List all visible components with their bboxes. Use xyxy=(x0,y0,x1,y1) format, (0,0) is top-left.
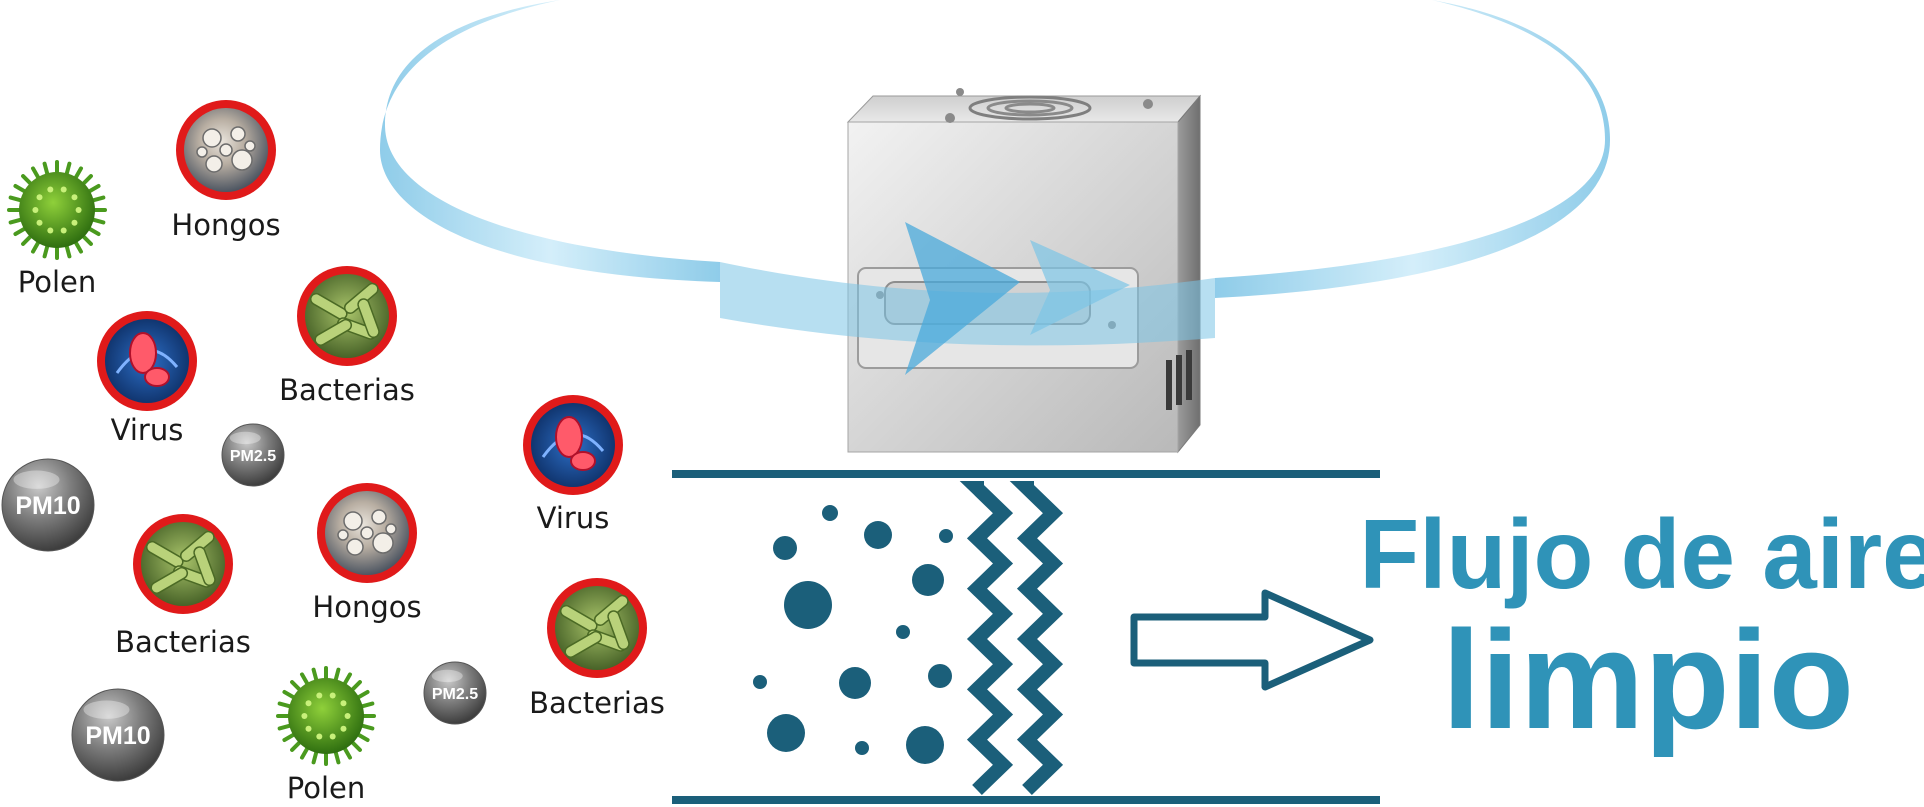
air-purifier-device xyxy=(846,88,1202,454)
headline-line1: Flujo de aire xyxy=(1359,499,1924,609)
particle-label: Hongos xyxy=(312,590,421,624)
dust-dot xyxy=(912,564,944,596)
vent-slots-icon xyxy=(1166,350,1192,410)
particle-pm25: PM2.5 xyxy=(423,661,487,725)
particle-fungi: Hongos xyxy=(312,483,422,624)
dust-dot xyxy=(864,521,892,549)
particle-label: Bacterias xyxy=(115,625,251,659)
virus-icon xyxy=(115,332,179,387)
filter-zigzags xyxy=(959,481,1064,796)
particle-virus: Virus xyxy=(523,395,623,535)
pm10-sphere-icon xyxy=(1,458,95,552)
particle-bacteria: Bacterias xyxy=(529,578,665,720)
particle-pm10: PM10 xyxy=(1,458,95,552)
particle-label: Virus xyxy=(111,413,184,447)
fan-grille-icon xyxy=(968,95,1092,121)
pm25-sphere-icon xyxy=(221,423,285,487)
filter-channel xyxy=(672,470,1380,804)
dust-dot xyxy=(896,625,910,639)
dust-dot xyxy=(928,664,952,688)
airflow-arrow-icon xyxy=(1030,240,1130,335)
particle-pollen: Polen xyxy=(276,666,376,805)
filter-zigzag-2 xyxy=(1009,481,1064,796)
dust-dot xyxy=(753,675,767,689)
particle-label: Bacterias xyxy=(529,686,665,720)
particle-label: Virus xyxy=(537,501,610,535)
dust-dot xyxy=(906,726,944,764)
airflow-arrow-icon xyxy=(905,222,1020,375)
particles-group: PolenHongosBacteriasVirusPM2.5PM10Bacter… xyxy=(1,100,665,805)
pm25-label: PM2.5 xyxy=(432,686,478,703)
pm25-sphere-icon xyxy=(423,661,487,725)
particle-label: Bacterias xyxy=(279,373,415,407)
channel-bottom-line xyxy=(672,796,1380,804)
particle-bacteria: Bacterias xyxy=(279,266,415,407)
particle-label: Polen xyxy=(287,771,365,805)
dust-dot xyxy=(939,529,953,543)
bacteria-icon xyxy=(559,594,630,658)
particle-pollen: Polen xyxy=(7,160,107,299)
bacteria-icon xyxy=(145,530,216,594)
headline-line2: limpio xyxy=(1442,601,1854,758)
pm10-label: PM10 xyxy=(85,722,150,750)
fungi-icon xyxy=(196,126,256,173)
particle-pm25: PM2.5 xyxy=(221,423,285,487)
particle-pm10: PM10 xyxy=(71,688,165,782)
airflow-band xyxy=(720,222,1215,375)
particle-fungi: Hongos xyxy=(171,100,281,242)
fungi-icon xyxy=(337,509,397,556)
particle-label: Hongos xyxy=(171,208,280,242)
dust-dots xyxy=(753,505,953,764)
virus-icon xyxy=(541,416,605,471)
dust-dot xyxy=(767,714,805,752)
channel-top-line xyxy=(672,470,1380,478)
clean-air-arrow-icon xyxy=(1130,589,1374,691)
particle-bacteria: Bacterias xyxy=(115,514,251,659)
dust-dot xyxy=(773,536,797,560)
dust-dot xyxy=(784,581,832,629)
pollen-icon xyxy=(276,666,376,766)
pm10-label: PM10 xyxy=(15,492,80,520)
dust-dot xyxy=(822,505,838,521)
bacteria-icon xyxy=(309,282,380,346)
particle-virus: Virus xyxy=(97,311,197,447)
dust-dot xyxy=(839,667,871,699)
pm25-label: PM2.5 xyxy=(230,448,276,465)
particle-label: Polen xyxy=(18,265,96,299)
pm10-sphere-icon xyxy=(71,688,165,782)
filter-zigzag-1 xyxy=(959,481,1014,796)
pollen-icon xyxy=(7,160,107,260)
dust-dot xyxy=(855,741,869,755)
